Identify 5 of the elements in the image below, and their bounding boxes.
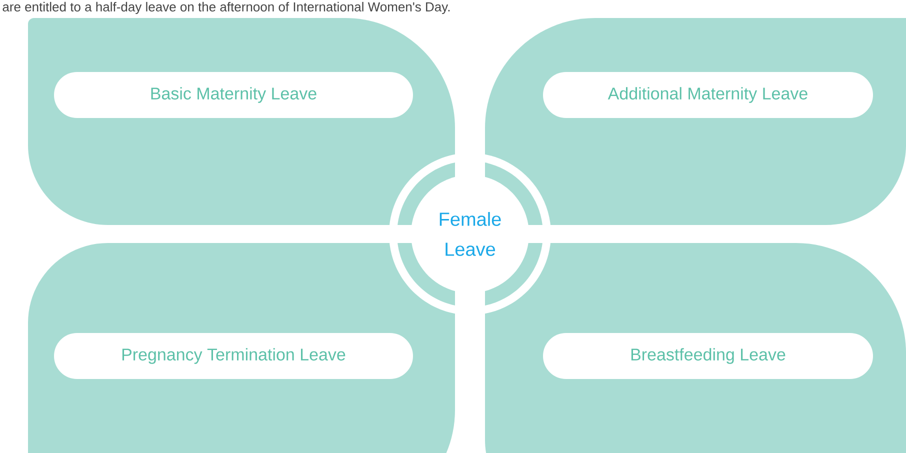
caption-text: are entitled to a half-day leave on the afternoon of International Women's Day.: [2, 2, 450, 14]
pill-label: Additional Maternity Leave: [543, 72, 873, 118]
pill-label: Basic Maternity Leave: [54, 72, 413, 118]
pill-label: Breastfeeding Leave: [543, 333, 873, 379]
pill-label: Pregnancy Termination Leave: [54, 333, 413, 379]
